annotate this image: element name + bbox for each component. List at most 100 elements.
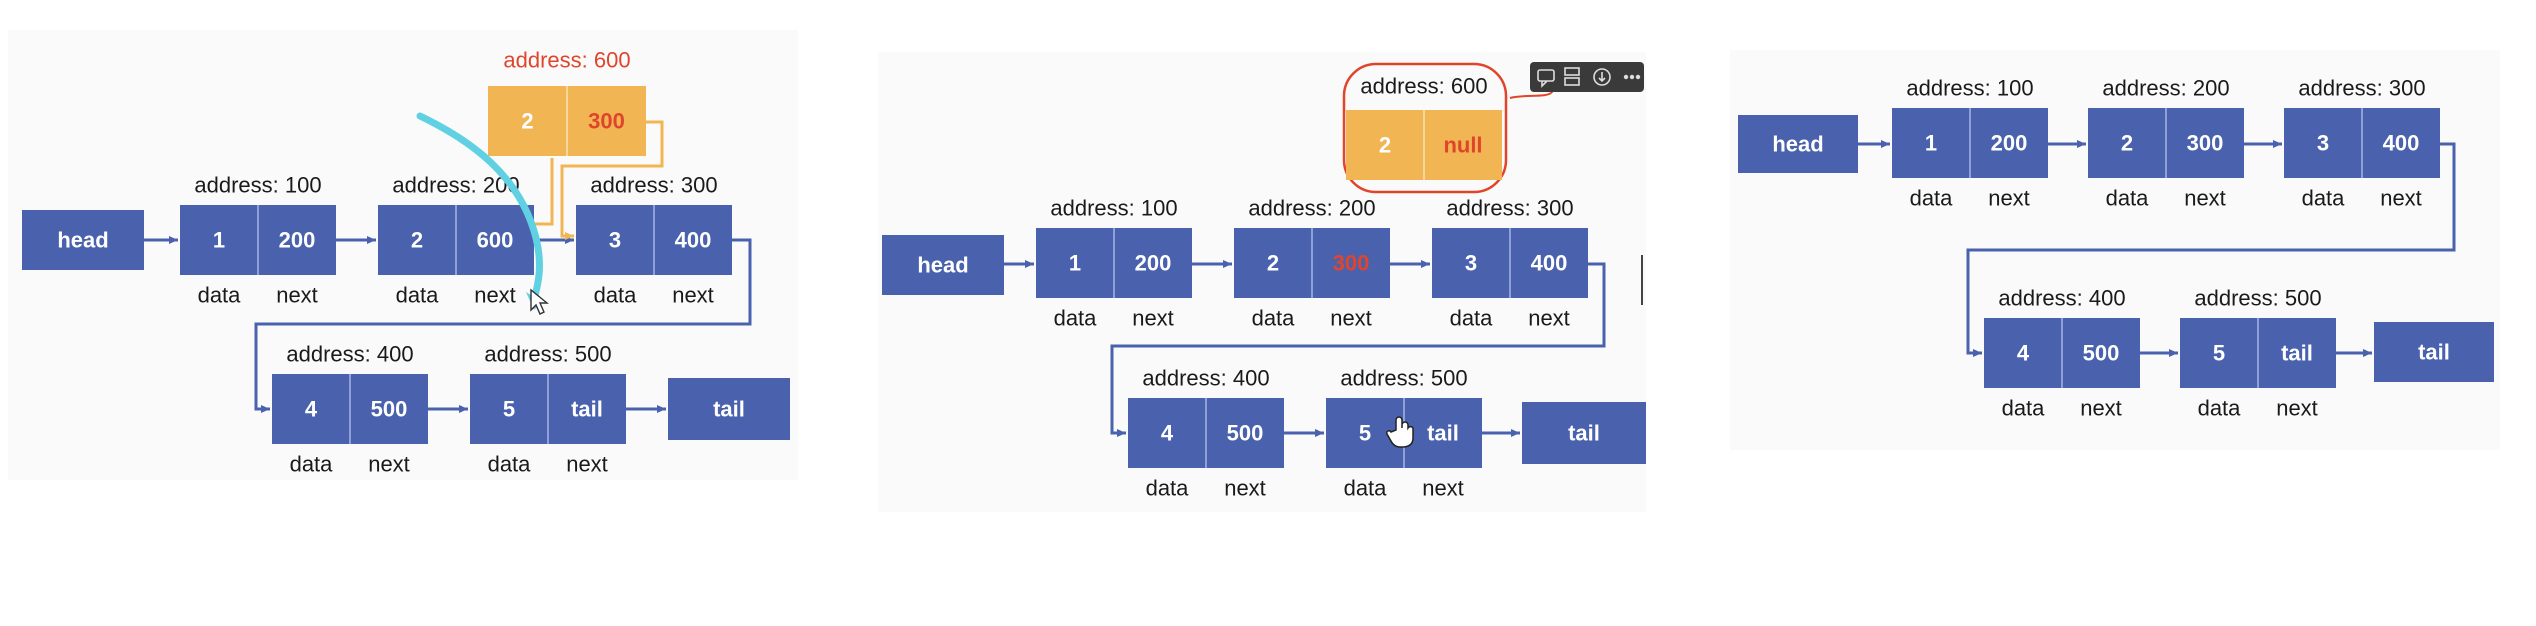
new-node-address-label: address: 600 — [1360, 74, 1487, 99]
node-data-value: 5 — [2213, 341, 2225, 366]
node-address-label: address: 300 — [590, 173, 717, 198]
node-data-value: 4 — [305, 397, 318, 422]
node-data-value: 1 — [213, 228, 225, 253]
node-data-value: 2 — [411, 228, 423, 253]
node-address-label: address: 300 — [2298, 76, 2425, 101]
next-caption: next — [368, 452, 410, 477]
node-data-value: 5 — [503, 397, 515, 422]
node-next-value: 600 — [477, 228, 514, 253]
node-next-value: 200 — [1991, 131, 2028, 156]
tail-node-label: tail — [713, 397, 745, 422]
data-caption: data — [2302, 186, 2346, 211]
node-address-label: address: 400 — [1998, 286, 2125, 311]
node-next-value: tail — [1427, 421, 1459, 446]
new-node-data-value: 2 — [521, 109, 533, 134]
node-address-label: address: 500 — [2194, 286, 2321, 311]
data-caption: data — [1344, 476, 1388, 501]
node-data-value: 1 — [1925, 131, 1937, 156]
download-icon-arrow — [1598, 72, 1606, 83]
toolbar-background — [1530, 62, 1644, 92]
node-address-label: address: 500 — [1340, 366, 1467, 391]
new-node-link-to-3 — [560, 120, 664, 240]
data-caption: data — [2002, 396, 2046, 421]
node-address-label: address: 100 — [1906, 76, 2033, 101]
link-2-to-new-node — [534, 158, 554, 226]
node-5: address: 500 5 tail data next — [1326, 366, 1482, 501]
node-data-value: 1 — [1069, 251, 1081, 276]
node-address-label: address: 200 — [392, 173, 519, 198]
node-data-value: 3 — [609, 228, 621, 253]
node-address-label: address: 200 — [2102, 76, 2229, 101]
data-caption: data — [198, 283, 242, 308]
node-next-value: 200 — [1135, 251, 1172, 276]
hand-cursor-icon — [1386, 416, 1414, 448]
overlays-layer — [416, 62, 1644, 448]
next-caption: next — [2184, 186, 2226, 211]
next-caption: next — [1224, 476, 1266, 501]
tail-node-box — [668, 378, 790, 440]
tail-node: tail — [2374, 322, 2494, 382]
node-next-value: 200 — [279, 228, 316, 253]
data-caption: data — [2198, 396, 2242, 421]
node-next-value: 400 — [2383, 131, 2420, 156]
more-icon[interactable] — [1623, 74, 1641, 80]
node-address-label: address: 400 — [1142, 366, 1269, 391]
data-caption: data — [290, 452, 334, 477]
node-data-value: 3 — [1465, 251, 1477, 276]
next-caption: next — [1422, 476, 1464, 501]
node-address-label: address: 500 — [484, 342, 611, 367]
data-caption: data — [1450, 306, 1494, 331]
new-node-next-value: null — [1443, 133, 1482, 158]
new-node: address: 600 2 null — [1342, 62, 1508, 194]
arrow-3-to-4 — [254, 238, 752, 413]
download-icon[interactable] — [1593, 68, 1611, 86]
more-icon-dot-2 — [1629, 74, 1635, 80]
next-caption: next — [2276, 396, 2318, 421]
floating-toolbar — [1530, 62, 1644, 92]
node-address-label: address: 300 — [1446, 196, 1573, 221]
new-node: address: 600 2 300 — [488, 48, 646, 156]
download-icon-ring — [1593, 68, 1611, 86]
node-next-value: 500 — [371, 397, 408, 422]
node-data-value: 4 — [2017, 341, 2030, 366]
next-caption: next — [566, 452, 608, 477]
next-caption: next — [1330, 306, 1372, 331]
node-address-label: address: 100 — [194, 173, 321, 198]
more-icon-dot-3 — [1635, 74, 1641, 80]
next-caption: next — [1528, 306, 1570, 331]
cursor-icon — [530, 288, 549, 315]
node-next-value: 300 — [1333, 251, 1370, 276]
tail-node: tail — [1522, 402, 1646, 464]
head-node-label: head — [57, 228, 108, 253]
node-next-value: 500 — [2083, 341, 2120, 366]
node-5: address: 500 5 tail data next — [470, 342, 626, 477]
more-icon-dot-1 — [1623, 74, 1629, 80]
node-next-value: tail — [571, 397, 603, 422]
new-node-address-label: address: 600 — [503, 48, 630, 73]
head-node-label: head — [1772, 132, 1823, 157]
arrow-3-to-4 — [1966, 142, 2456, 357]
next-caption: next — [1988, 186, 2030, 211]
comment-icon[interactable] — [1537, 69, 1555, 88]
node-data-value: 2 — [1267, 251, 1279, 276]
node-data-value: 5 — [1359, 421, 1371, 446]
node-next-value: tail — [2281, 341, 2313, 366]
next-caption: next — [2380, 186, 2422, 211]
tail-node-label: tail — [2418, 340, 2450, 365]
node-data-value: 4 — [1161, 421, 1174, 446]
new-node-data-value: 2 — [1379, 133, 1391, 158]
node-next-value: 400 — [1531, 251, 1568, 276]
layout-icon[interactable] — [1564, 67, 1580, 86]
connectors-layer — [144, 120, 2456, 437]
node-address-label: address: 200 — [1248, 196, 1375, 221]
data-caption: data — [488, 452, 532, 477]
new-node-next-value: 300 — [588, 109, 625, 134]
